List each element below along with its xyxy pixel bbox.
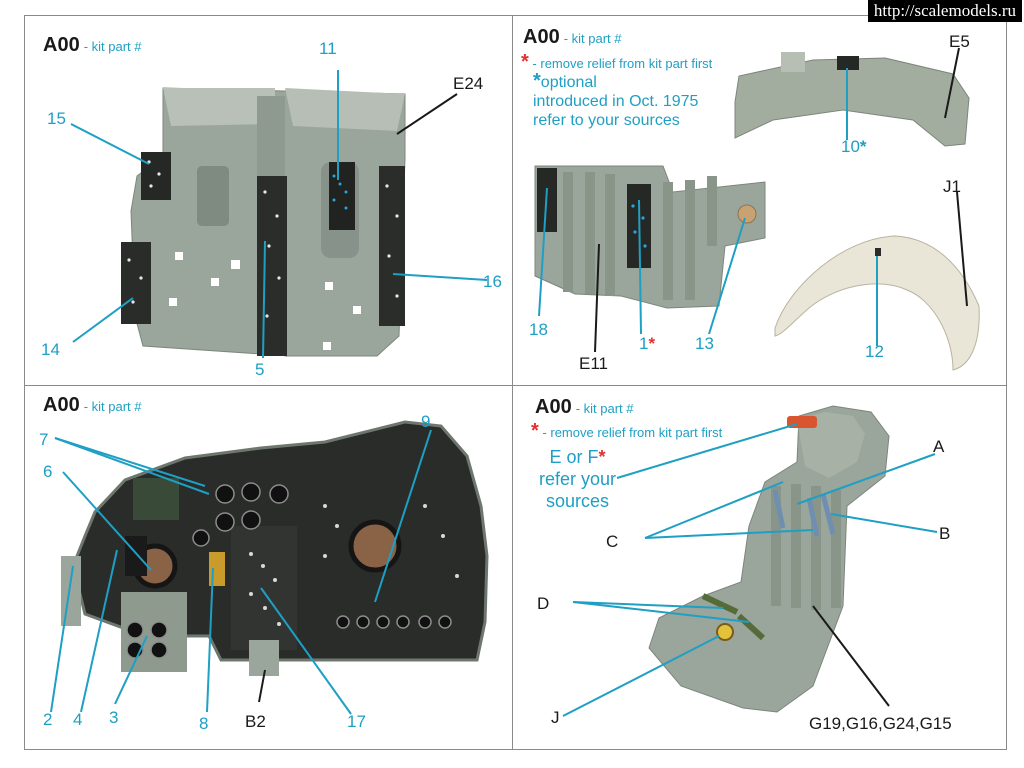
label-e24: E24 xyxy=(453,74,484,93)
label-7: 7 xyxy=(39,430,49,449)
kit-part-title: A00- kit part # xyxy=(523,26,622,48)
label-b: B xyxy=(939,524,951,543)
quadrant-cockpit-tub: A00- kit part # 11 E24 15 16 14 5 xyxy=(25,16,511,384)
label-1: 1* xyxy=(639,334,656,353)
label-2: 2 xyxy=(43,710,53,729)
label-12: 12 xyxy=(865,342,884,361)
label-5: 5 xyxy=(255,360,265,379)
kit-part-title: A00- kit part # xyxy=(43,34,142,56)
legend-remove-relief: * - remove relief from kit part first xyxy=(531,420,723,442)
label-4: 4 xyxy=(73,710,83,729)
label-18: 18 xyxy=(529,320,548,339)
vertical-divider xyxy=(512,15,513,750)
label-e5: E5 xyxy=(949,32,970,51)
quadrant-side-consoles: A00- kit part # * - remove relief from k… xyxy=(513,16,1006,384)
label-15: 15 xyxy=(47,109,66,128)
label-a: A xyxy=(933,437,945,456)
instrument-panel-illustration xyxy=(50,420,489,715)
label-d: D xyxy=(537,594,550,613)
consoles-illustration xyxy=(534,47,980,371)
label-16: 16 xyxy=(483,272,502,291)
label-9: 9 xyxy=(421,412,431,431)
watermark[interactable]: http://scalemodels.ru xyxy=(867,0,1022,22)
label-6: 6 xyxy=(43,462,53,481)
label-b2: B2 xyxy=(245,712,266,731)
legend-remove-relief: * - remove relief from kit part first xyxy=(521,51,713,73)
label-11: 11 xyxy=(319,39,337,58)
sheet-frame xyxy=(24,15,1007,750)
label-3: 3 xyxy=(109,708,119,727)
kit-part-title: A00- kit part # xyxy=(535,396,634,418)
label-j1: J1 xyxy=(943,177,961,196)
label-17: 17 xyxy=(347,712,366,731)
label-c: C xyxy=(606,532,619,551)
horizontal-divider xyxy=(24,385,1007,386)
kit-part-title: A00- kit part # xyxy=(43,394,142,416)
quadrant-instrument-panel: A00- kit part # 7 6 9 2 4 3 8 B2 17 xyxy=(25,386,511,749)
cockpit-tub-illustration xyxy=(70,70,488,359)
label-e11: E11 xyxy=(579,354,608,373)
label-8: 8 xyxy=(199,714,209,733)
quadrant-ejection-seat: A00- kit part # * - remove relief from k… xyxy=(513,386,1006,749)
ejection-seat-illustration xyxy=(562,405,938,717)
label-j: J xyxy=(551,708,560,727)
label-14: 14 xyxy=(41,340,60,359)
label-13: 13 xyxy=(695,334,714,353)
label-g-parts: G19,G16,G24,G15 xyxy=(809,714,952,733)
label-10: 10* xyxy=(841,137,867,156)
